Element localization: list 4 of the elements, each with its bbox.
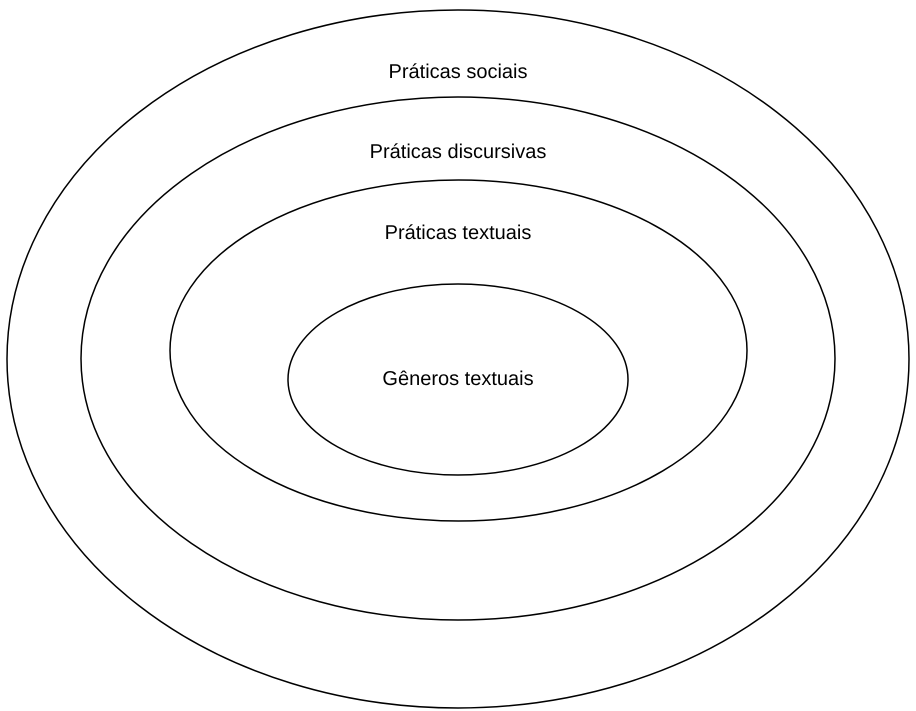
ring-label: Gêneros textuais [382, 368, 534, 390]
ring-label: Práticas sociais [388, 61, 528, 84]
ring-label: Práticas textuais [384, 222, 532, 245]
ring-label: Práticas discursivas [370, 141, 546, 164]
